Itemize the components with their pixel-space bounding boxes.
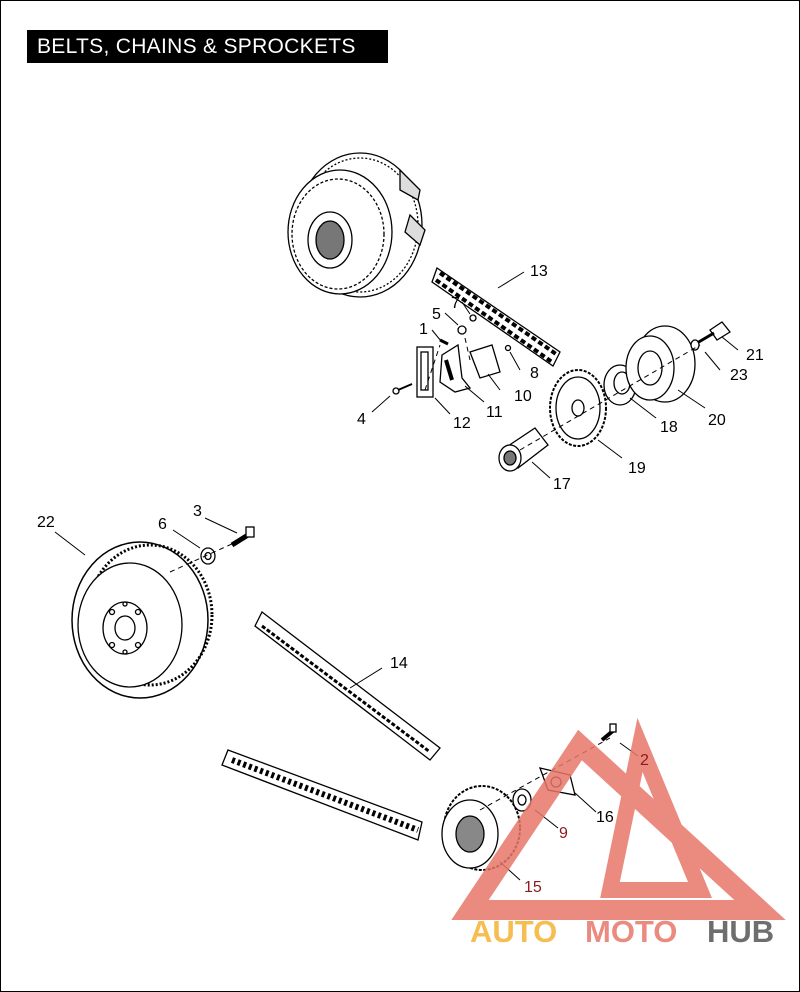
- callout-5: 5: [432, 306, 441, 323]
- watermark-moto: MOTO: [585, 914, 677, 949]
- lock-screw: [600, 723, 617, 742]
- callout-4: 4: [357, 411, 366, 428]
- callout-14: 14: [390, 655, 408, 672]
- callout-23: 23: [730, 367, 748, 384]
- callout-11: 11: [486, 404, 503, 421]
- callout-18: 18: [660, 419, 678, 436]
- callout-3: 3: [193, 503, 202, 520]
- callout-19: 19: [628, 460, 646, 477]
- callout-10: 10: [514, 388, 532, 405]
- callout-2: 2: [640, 752, 649, 769]
- callout-8: 8: [530, 365, 539, 382]
- callout-20: 20: [708, 412, 726, 429]
- callout-16: 16: [596, 809, 614, 826]
- clutch-drum: [287, 152, 426, 298]
- sprocket-bolt: [690, 321, 731, 351]
- callout-21: 21: [746, 347, 764, 364]
- shaft-extension: [498, 427, 549, 472]
- watermark-auto: AUTO: [470, 914, 557, 949]
- page-title: BELTS, CHAINS & SPROCKETS: [27, 30, 388, 63]
- callout-17: 17: [553, 476, 571, 493]
- callout-9: 9: [559, 825, 568, 842]
- part-callouts: 13 7 5 1 8 10 11 12 4 21 23 20 18 19 17 …: [37, 263, 764, 896]
- alternator-rotor: [625, 325, 696, 403]
- callout-7: 7: [451, 295, 460, 312]
- callout-1: 1: [419, 321, 428, 338]
- callout-12: 12: [453, 415, 471, 432]
- belt-sprocket: [441, 785, 521, 871]
- callout-13: 13: [530, 263, 548, 280]
- leader-lines: [54, 271, 739, 881]
- transmission-sprocket: [71, 541, 214, 699]
- callout-6: 6: [158, 516, 167, 533]
- callout-15: 15: [524, 879, 542, 896]
- primary-chain: [431, 266, 561, 367]
- center-lines-top: [424, 337, 701, 451]
- watermark-hub: HUB: [707, 914, 774, 949]
- callout-22: 22: [37, 514, 55, 531]
- watermark-logo: AUTO MOTO HUB: [451, 717, 786, 949]
- drive-belt: [221, 611, 441, 841]
- engine-sprocket: [549, 369, 607, 447]
- sprocket-nut: [512, 788, 532, 812]
- chain-adjuster: [392, 314, 512, 398]
